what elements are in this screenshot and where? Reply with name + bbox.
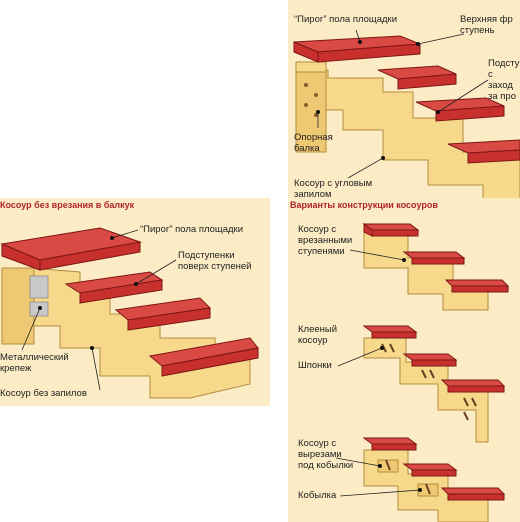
corner-stringer-stair-illustration bbox=[293, 29, 520, 202]
tread-3 bbox=[447, 139, 520, 154]
metal-fastener-top bbox=[29, 275, 49, 299]
label-risers: Подступенки поверх ступеней bbox=[178, 250, 252, 272]
stringer-variants-illustration bbox=[335, 223, 510, 522]
variant-glued bbox=[337, 325, 506, 443]
label-no-cut-stringer: Косоур без запилов bbox=[0, 388, 87, 399]
variant-cut-in bbox=[349, 223, 510, 311]
label-glued-stringer: Клееный косоур bbox=[298, 324, 338, 346]
variants-panel: Варианты конструкции косоуров Косоур с в… bbox=[288, 198, 520, 522]
top-right-panel: “Пирог” пола площадки Верхняя фр ступень… bbox=[288, 0, 520, 202]
support-beam bbox=[1, 267, 35, 345]
label-floor-pie-left: “Пирог” пола площадки bbox=[140, 224, 244, 235]
stringer-without-cut-illustration bbox=[0, 227, 259, 399]
support-beam bbox=[295, 61, 327, 153]
variant1-stringer bbox=[363, 231, 489, 311]
label-support-beam: Опорная балка bbox=[294, 132, 333, 154]
label-riser-side: Подсту с заход за про bbox=[488, 58, 520, 102]
label-upper-riser: Верхняя фр ступень bbox=[460, 14, 513, 36]
variant-notched bbox=[335, 437, 506, 522]
variants-title: Варианты конструкции косоуров bbox=[290, 200, 438, 210]
label-cut-in-stringer: Косоур с врезанными ступенями bbox=[298, 224, 353, 257]
label-corner-stringer: Косоур с угловым запилом bbox=[294, 178, 373, 200]
label-dowels: Шпонки bbox=[298, 360, 332, 371]
label-notched-stringer: Косоур с вырезами под кобылки bbox=[298, 438, 354, 471]
label-kobylka: Кобылка bbox=[298, 490, 337, 501]
label-metal-fastener: Металлический крепеж bbox=[0, 352, 69, 374]
support-beam-top bbox=[295, 61, 327, 73]
stringer-body bbox=[297, 69, 520, 202]
dowels bbox=[381, 343, 477, 421]
left-panel: Косоур без врезания в балкук “Пирог” пол… bbox=[0, 198, 270, 406]
label-floor-pie: “Пирог” пола площадки bbox=[294, 14, 398, 25]
left-title: Косоур без врезания в балкук bbox=[0, 200, 135, 210]
